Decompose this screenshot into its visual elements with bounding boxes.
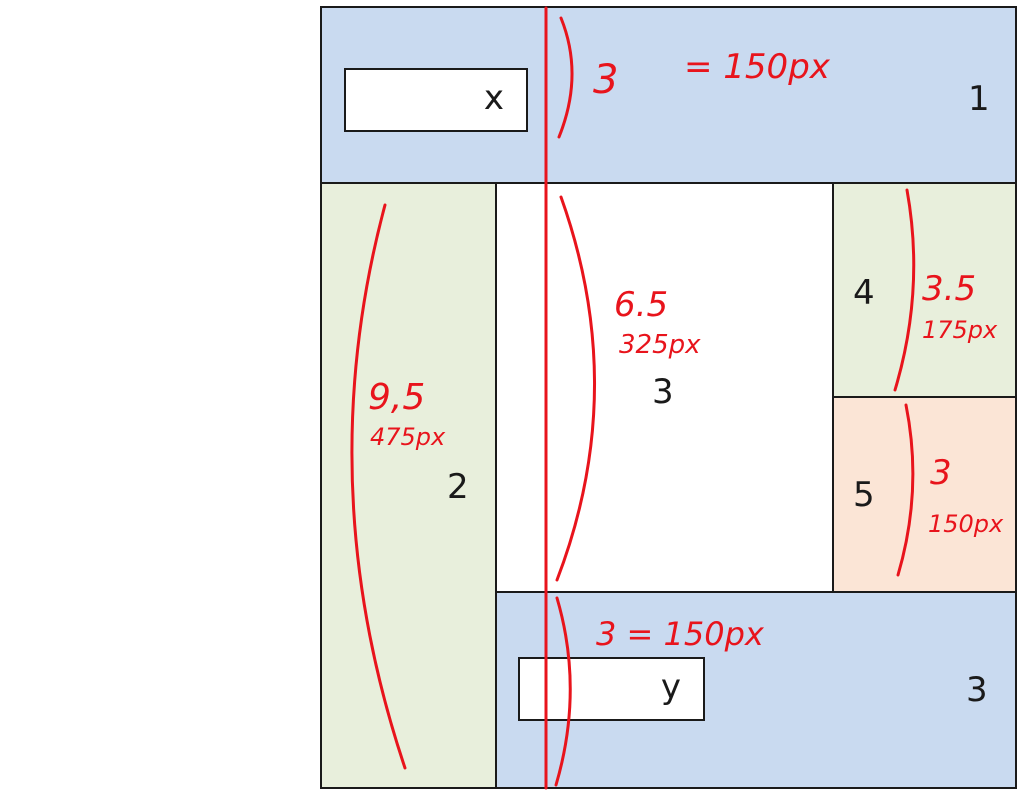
header-field-text: x <box>483 78 504 118</box>
content-number: 3 <box>652 372 674 412</box>
panel5-units-note: 3 <box>930 453 952 493</box>
sidebar-bracket <box>350 203 407 770</box>
footer-y-field[interactable]: y <box>518 657 705 721</box>
panel-5 <box>832 396 1017 593</box>
panel-4 <box>832 182 1017 398</box>
panel4-bracket <box>893 188 916 392</box>
footer-note: 3 = 150px <box>596 615 764 653</box>
content-px-note: 325px <box>619 330 701 360</box>
header-px-note: = 150px <box>684 47 830 87</box>
content-units-note: 6.5 <box>614 285 669 325</box>
panel4-px-note: 175px <box>922 316 998 344</box>
footer-field-text: y <box>660 667 681 707</box>
panel5-number: 5 <box>853 475 875 515</box>
footer-number: 3 <box>966 670 988 710</box>
sidebar-number: 2 <box>447 467 469 507</box>
sidebar-px-note: 475px <box>370 423 446 451</box>
content-bracket <box>555 195 597 582</box>
sidebar-units-note: 9,5 <box>368 377 426 418</box>
panel4-units-note: 3.5 <box>922 269 977 309</box>
header-x-field[interactable]: x <box>344 68 528 132</box>
header-units-note: 3 <box>593 57 619 103</box>
panel4-number: 4 <box>853 273 875 313</box>
header-bracket <box>557 16 574 139</box>
header-number: 1 <box>968 79 990 119</box>
panel5-bracket <box>896 403 915 577</box>
panel5-px-note: 150px <box>928 510 1004 538</box>
sidebar-panel <box>320 182 497 789</box>
footer-bracket <box>554 596 572 787</box>
footer-panel <box>495 591 1017 789</box>
